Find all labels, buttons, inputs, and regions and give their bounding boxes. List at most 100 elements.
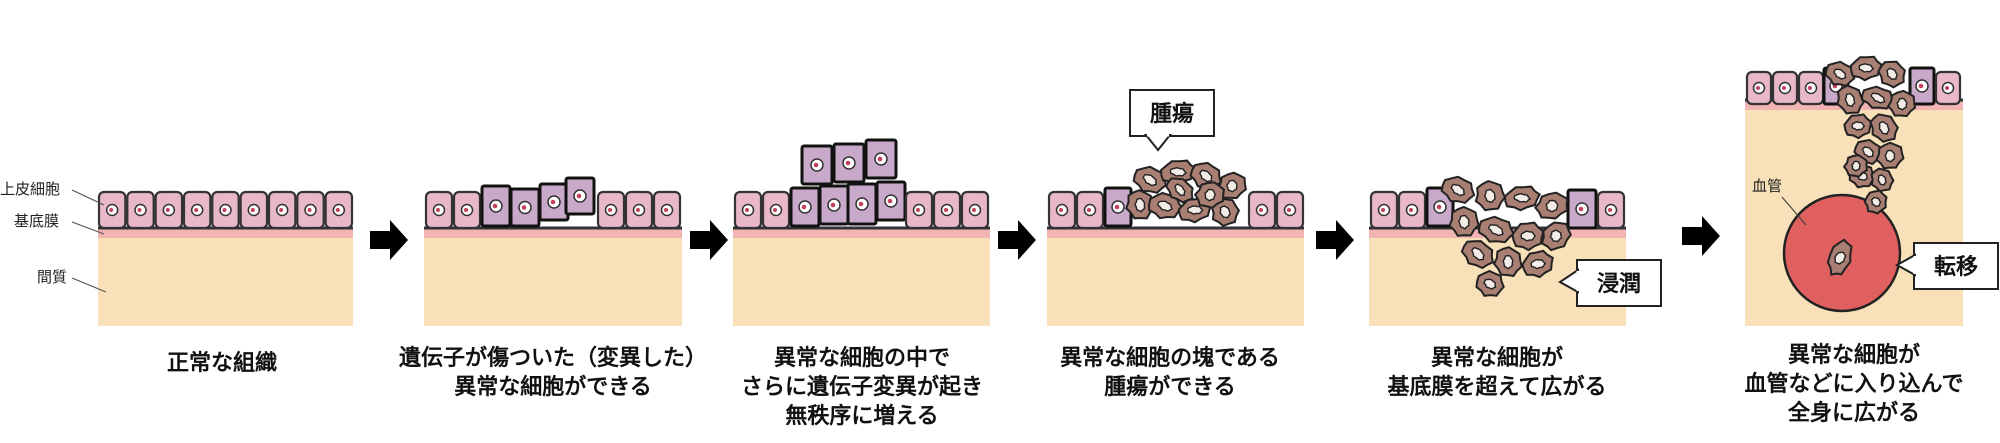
normal-cell	[932, 190, 962, 230]
normal-cell	[1797, 70, 1825, 106]
normal-cell	[1397, 190, 1427, 230]
leader-blood-vessel	[1781, 196, 1807, 226]
abnormal-cell	[875, 180, 907, 222]
tumor-cell	[1877, 60, 1907, 89]
tumor-cell	[1849, 55, 1883, 82]
callout-metastasis-label: 転移	[1934, 254, 1978, 280]
tumor-cell	[1875, 141, 1905, 170]
normal-cell	[1047, 190, 1077, 230]
tumor-cell	[1160, 159, 1197, 186]
tumor-cell	[1132, 165, 1168, 194]
panel-mutation: 遺伝子が傷ついた（変異した） 異常な細胞ができる	[399, 176, 707, 400]
label-stroma: 間質	[37, 268, 67, 286]
caption-panel-5-line-2: 基底膜を超えて広がる	[1388, 374, 1607, 400]
tumor-cell	[1492, 246, 1523, 278]
abnormal-cell	[1566, 188, 1598, 230]
tumor-cell	[1148, 191, 1184, 220]
callout-invasion: 浸潤	[1558, 259, 1662, 307]
label-blood-vessel: 血管	[1752, 177, 1782, 195]
abnormal-cell	[564, 176, 596, 216]
tumor-cell	[1842, 154, 1868, 178]
epithelial-cell-row	[1369, 175, 1626, 297]
panel-tumor: 腫瘍 異常な細胞の塊である 腫瘍ができる	[1047, 89, 1305, 400]
tumor-cell	[1165, 177, 1194, 204]
callout-tumor-label: 腫瘍	[1150, 101, 1194, 127]
caption-panel-6-line-3: 全身に広がる	[1787, 400, 1920, 426]
caption-panel-6-line-1: 異常な細胞が	[1788, 342, 1920, 368]
normal-cell	[126, 190, 155, 230]
callout-box	[1576, 259, 1662, 307]
normal-cell	[324, 190, 354, 230]
tumor-cell	[1869, 113, 1899, 143]
epithelial-cell-row	[1745, 55, 1962, 276]
normal-cell	[154, 190, 184, 230]
tumor-cell	[1210, 197, 1241, 228]
tumor-cell	[1863, 189, 1888, 215]
callout-box	[1129, 89, 1215, 137]
caption-panel-1: 正常な組織	[167, 350, 277, 376]
normal-cell	[239, 190, 269, 230]
abnormal-cell	[818, 184, 850, 226]
tumor-cell	[1521, 249, 1554, 279]
label-basement-membrane: 基底膜	[14, 212, 59, 230]
caption-panel-4-line-1: 異常な細胞の塊である	[1060, 345, 1280, 371]
epithelial-cell-row	[733, 138, 990, 230]
arrow-right-icon	[370, 220, 408, 260]
panel-invasion: 浸潤 異常な細胞が 基底膜を超えて広がる	[1369, 175, 1662, 400]
caption-panel-3-line-2: さらに遺伝子変異が起き	[741, 374, 983, 400]
panel-metastasis: 血管 転移 異常な細胞が 血管などに入り込んで 全身に広がる	[1745, 55, 1999, 426]
tumor-cell	[1824, 60, 1856, 87]
normal-cell	[1934, 70, 1962, 106]
caption-panel-6-line-2: 血管などに入り込んで	[1745, 371, 1964, 397]
tumor-cell	[1474, 180, 1507, 212]
caption-panel-5-line-1: 異常な細胞が	[1431, 345, 1563, 371]
arrow-right-icon	[1316, 220, 1354, 260]
normal-cell	[1771, 70, 1799, 106]
normal-cell	[624, 190, 654, 230]
callout-box	[1913, 242, 1999, 290]
abnormal-cell	[832, 142, 866, 184]
epithelial-cell-row	[424, 176, 682, 230]
tumor-cell	[1440, 175, 1476, 204]
tumor-cell	[1533, 191, 1569, 220]
stroma	[98, 228, 353, 326]
tumor-cell	[1477, 215, 1515, 244]
tumor-cell	[1125, 189, 1156, 220]
arrow-right-icon	[998, 220, 1036, 260]
caption-panel-2-line-1: 遺伝子が傷ついた（変異した）	[399, 345, 707, 371]
basement-membrane	[424, 228, 682, 238]
abnormal-cell	[800, 144, 834, 186]
normal-cell	[1745, 70, 1773, 106]
caption-panel-3-line-1: 異常な細胞の中で	[774, 345, 950, 371]
normal-cell	[267, 190, 297, 230]
normal-cell	[652, 190, 682, 230]
leader-basement-membrane	[71, 221, 105, 235]
tumor-cell	[1860, 85, 1897, 110]
normal-cell	[182, 190, 212, 230]
tumor-cell	[1826, 238, 1853, 276]
basement-membrane	[733, 228, 990, 238]
abnormal-cell	[1908, 66, 1936, 106]
tumor-cell	[1448, 205, 1480, 237]
abnormal-cell	[538, 182, 570, 222]
arrow-right-icon	[690, 220, 728, 260]
normal-cell	[1247, 190, 1277, 230]
panel-normal-tissue: 上皮細胞 基底膜 間質 正常な組織	[0, 180, 354, 376]
label-epithelium: 上皮細胞	[0, 180, 60, 198]
normal-cell	[1369, 190, 1399, 230]
stroma	[424, 228, 682, 326]
tumor-cell	[1511, 221, 1545, 252]
leader-epithelium	[71, 189, 105, 206]
callout-invasion-label: 浸潤	[1597, 272, 1641, 297]
abnormal-cell	[789, 186, 821, 228]
normal-cell	[424, 190, 454, 230]
caption-panel-2-line-2: 異常な細胞ができる	[454, 374, 652, 400]
normal-cell	[452, 190, 482, 230]
normal-cell	[296, 190, 325, 230]
leader-stroma	[71, 277, 107, 293]
basement-membrane	[1047, 228, 1304, 238]
abnormal-cell	[509, 187, 541, 228]
callout-metastasis: 転移	[1894, 242, 1999, 290]
tumor-cell	[1843, 113, 1873, 140]
